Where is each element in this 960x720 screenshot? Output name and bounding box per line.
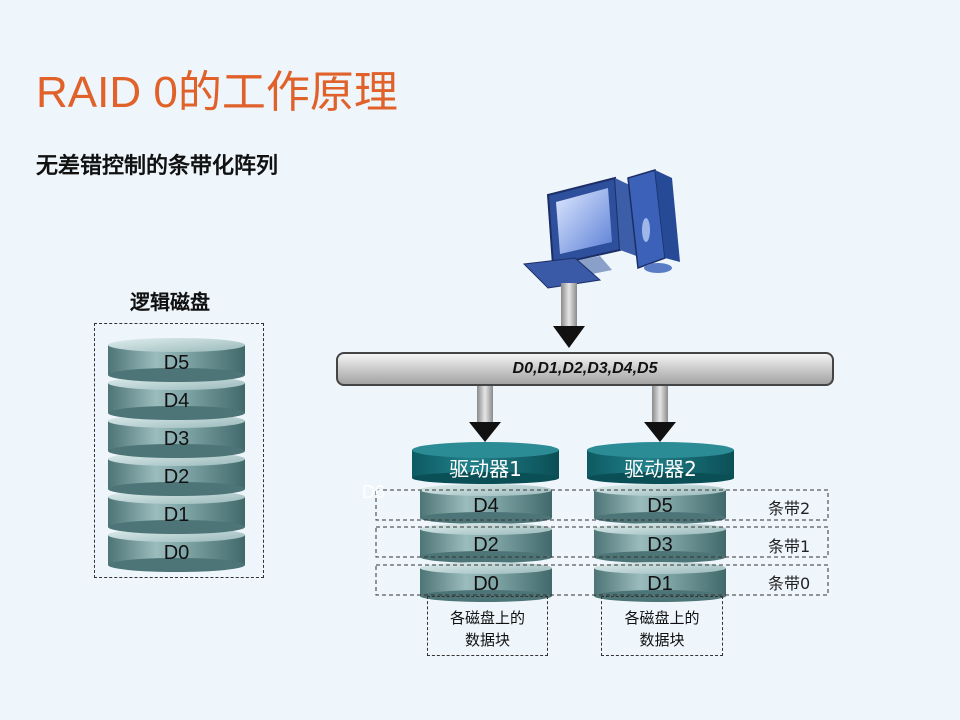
logical-disk-frame [94,323,264,578]
logical-block-label: D0 [163,542,190,564]
drive1-note-line1: 各磁盘上的 [449,609,525,627]
logical-block-label: D3 [163,428,190,450]
drive2-head: 驱动器2 [587,447,734,481]
drive1-block-d2 [420,523,552,563]
logical-block-d2 [108,452,245,496]
drive2-block-label: D5 [647,495,673,517]
drive1-block-label: D0 [473,573,499,595]
page-title: RAID 0的工作原理 [36,68,398,117]
logical-disk-title: 逻辑磁盘 [130,290,210,314]
logical-block-label: D1 [163,504,190,526]
logical-block-d0 [108,528,245,572]
stripe-label: 条带0 [768,574,811,593]
ghost-label: D6 [362,482,386,502]
drive2-name: 驱动器2 [624,457,697,481]
logical-disk-stack [108,338,245,572]
drive2-block-d3 [594,523,726,563]
drive1-note-line2: 数据块 [464,631,510,649]
drive1-note: 各磁盘上的 数据块 [427,596,548,656]
drive1-stack [412,442,559,602]
stripe2-frame [375,489,829,521]
drive1-block-label: D2 [473,534,499,556]
drive2-block-d5 [594,484,726,524]
arrow-bus-to-drive1 [469,386,501,442]
drive1-head: 驱动器1 [412,447,559,481]
stripe1-frame [375,526,829,558]
logical-block-label: D2 [163,466,190,488]
stripe0-frame [375,564,829,596]
drive2-block-label: D1 [647,573,673,595]
drive2-note-line2: 数据块 [639,631,685,649]
bus-label: D0,D1,D2,D3,D4,D5 [512,360,658,377]
drive1-name: 驱动器1 [449,457,522,481]
drive2-note-line1: 各磁盘上的 [624,609,700,627]
page-subtitle: 无差错控制的条带化阵列 [36,154,279,179]
arrow-computer-to-bus [553,283,585,348]
logical-block-d5 [108,338,245,382]
drive1-block-d4 [420,484,552,524]
data-bus: D0,D1,D2,D3,D4,D5 [336,352,834,386]
logical-block-label: D4 [163,390,190,412]
computer-icon [522,169,680,289]
drive2-note: 各磁盘上的 数据块 [601,596,723,656]
stripe-label: 条带2 [768,499,811,518]
drive2-block-label: D3 [647,534,673,556]
logical-block-label: D5 [163,352,190,374]
drive1-block-label: D4 [473,495,499,517]
arrow-bus-to-drive2 [644,386,676,442]
stripe-label: 条带1 [768,537,811,556]
